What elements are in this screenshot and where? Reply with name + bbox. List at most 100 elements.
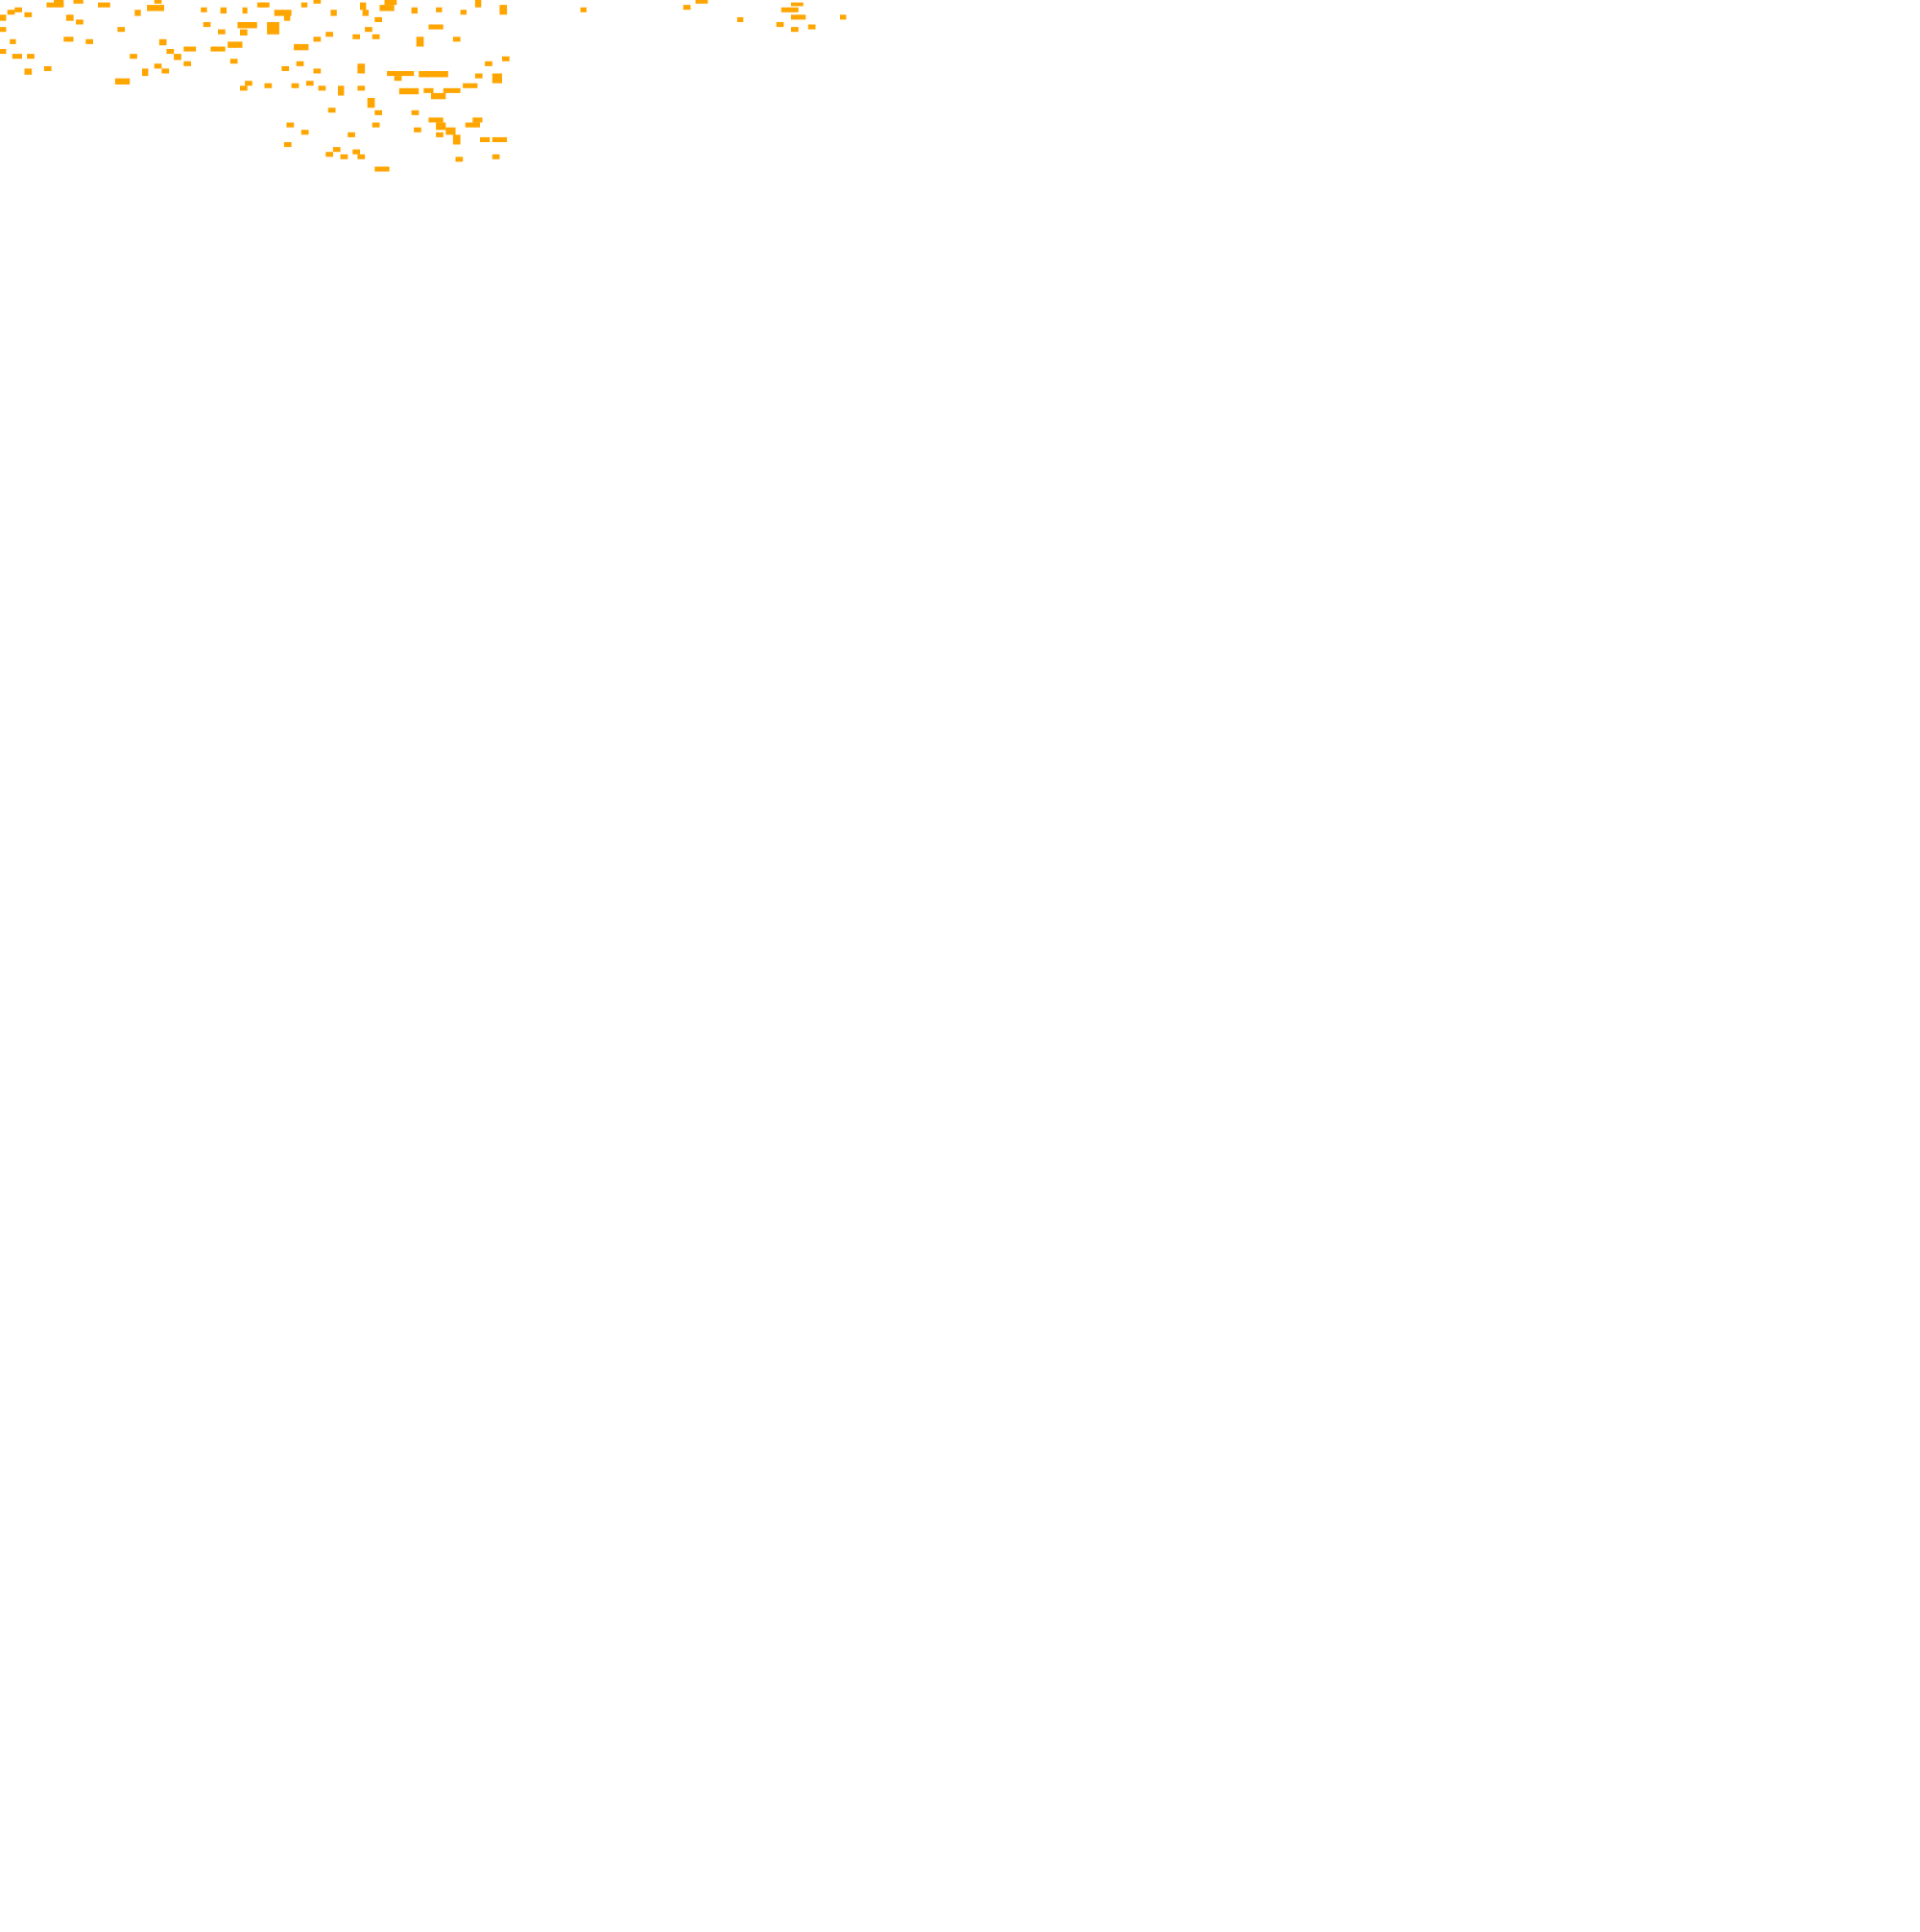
tile-fragment	[502, 56, 510, 61]
tile-fragment	[274, 10, 292, 16]
tile-fragment	[12, 54, 22, 60]
tile-fragment	[357, 85, 366, 91]
tile-fragment	[325, 152, 333, 157]
tile-fragment	[158, 38, 167, 46]
tile-fragment	[436, 132, 444, 137]
tile-fragment	[463, 83, 478, 88]
tile-fragment	[14, 7, 22, 12]
tile-fragment	[492, 73, 502, 84]
tile-fragment	[281, 65, 290, 71]
tile-fragment	[240, 29, 248, 36]
tile-fragment	[472, 117, 483, 123]
tile-fragment	[428, 117, 444, 123]
tile-fragment	[695, 0, 708, 4]
tile-fragment	[387, 71, 415, 77]
tile-fragment	[338, 85, 345, 96]
tile-fragment	[348, 132, 355, 137]
tile-fragment	[85, 38, 93, 44]
tile-fragment	[460, 10, 467, 15]
tile-fragment	[65, 14, 74, 21]
tile-fragment	[134, 10, 141, 16]
tile-fragment	[117, 27, 126, 33]
tile-fragment	[443, 87, 461, 93]
tile-fragment	[291, 83, 300, 88]
tile-fragment	[161, 68, 170, 74]
tile-fragment	[340, 154, 348, 159]
tile-fragment	[465, 122, 480, 128]
tile-fragment	[313, 68, 322, 74]
tile-fragment	[267, 22, 279, 35]
tile-fragment	[492, 154, 500, 159]
tile-fragment	[201, 7, 207, 12]
tile-fragment	[318, 85, 326, 91]
tile-fragment	[147, 5, 164, 12]
tile-fragment	[130, 54, 137, 60]
tile-fragment	[379, 5, 395, 12]
tile-fragment	[325, 32, 333, 37]
tile-fragment	[63, 36, 74, 42]
tile-fragment	[245, 81, 252, 86]
tile-fragment	[242, 7, 248, 14]
tile-fragment	[286, 122, 295, 128]
tile-fragment	[357, 63, 366, 74]
tile-fragment	[683, 5, 691, 11]
tile-fragment	[474, 0, 482, 8]
tile-fragment	[485, 60, 492, 66]
tile-fragment	[736, 16, 744, 22]
tile-fragment	[452, 36, 461, 42]
tile-fragment	[423, 87, 434, 93]
tile-fragment	[474, 73, 483, 79]
tile-fragment	[0, 14, 7, 21]
tile-fragment	[330, 10, 337, 16]
tile-fragment	[455, 157, 464, 162]
tile-fragment	[0, 49, 7, 55]
tile-fragment	[791, 27, 799, 33]
tile-fragment	[46, 2, 64, 8]
tile-fragment	[210, 46, 226, 52]
tile-fragment	[183, 60, 191, 66]
tile-fragment	[229, 59, 238, 64]
tile-fragment	[398, 87, 420, 95]
tile-fragment	[384, 0, 397, 6]
tile-fragment	[480, 136, 491, 142]
tile-fragment	[352, 34, 360, 39]
tile-fragment	[240, 85, 248, 91]
tile-fragment	[283, 142, 292, 148]
tile-fragment	[7, 10, 15, 15]
tile-fragment	[807, 24, 816, 30]
tile-fragment	[428, 24, 444, 30]
tile-fragment	[294, 43, 309, 51]
tile-fragment	[372, 122, 380, 128]
tile-fragment	[791, 14, 806, 20]
tile-fragment	[218, 29, 226, 35]
tile-fragment	[791, 2, 804, 7]
tile-fragment	[411, 109, 420, 115]
tile-fragment	[203, 22, 211, 28]
tile-fragment	[114, 78, 131, 85]
tile-fragment	[300, 130, 309, 135]
tile-fragment	[10, 38, 16, 44]
tile-fragment	[283, 14, 291, 21]
tile-fragment	[237, 22, 257, 29]
tile-fragment	[431, 92, 446, 100]
tile-fragment	[24, 68, 33, 75]
tile-fragment	[374, 166, 390, 172]
tile-fragment	[332, 147, 341, 153]
tile-fragment	[24, 12, 33, 17]
tile-fragment	[259, 2, 268, 8]
tile-fragment	[360, 2, 367, 11]
tile-fragment	[372, 34, 380, 39]
tile-fragment	[43, 65, 52, 71]
tile-fragment	[414, 127, 421, 133]
tile-fragment	[220, 7, 227, 14]
tile-fragment	[452, 134, 461, 145]
tile-fragment	[166, 49, 175, 55]
tile-fragment	[313, 36, 322, 42]
tile-fragment	[296, 60, 304, 66]
tile-fragment	[374, 109, 382, 115]
tile-fragment	[580, 7, 587, 12]
tile-fragment	[362, 10, 369, 16]
tile-fragment	[492, 136, 508, 142]
